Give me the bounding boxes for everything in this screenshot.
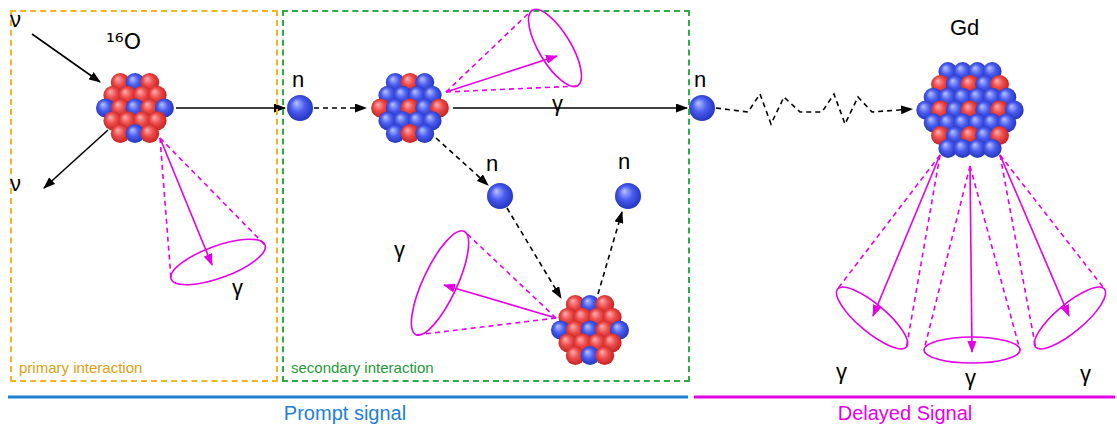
nucleus	[96, 73, 174, 143]
particle-label: ν	[10, 172, 21, 195]
label-holder: γ	[836, 360, 847, 383]
nucleus-label: Gd	[950, 16, 979, 39]
cone-ellipse	[166, 230, 271, 294]
label-holder: ν	[10, 8, 21, 31]
gamma-label: γ	[394, 238, 405, 261]
region-label: secondary interaction	[291, 359, 434, 376]
neutron	[487, 183, 513, 209]
label-holder: γ	[394, 238, 405, 261]
proton	[140, 124, 159, 143]
label-holder: γ	[965, 366, 976, 389]
interaction-region: primary interaction	[10, 10, 278, 382]
particle-label: n	[618, 150, 630, 173]
prompt-bar	[8, 396, 688, 399]
gamma-arrow	[444, 285, 556, 318]
particle-label: ν	[10, 8, 21, 31]
neutron	[615, 183, 641, 209]
gamma-cone	[829, 155, 940, 358]
gamma-cone	[160, 138, 270, 294]
cone-edge	[446, 10, 532, 92]
gamma-label: γ	[1080, 362, 1091, 385]
neutron-track	[507, 208, 561, 298]
neutron-track	[314, 107, 366, 109]
neutron-track	[176, 107, 285, 109]
interaction-region: secondary interaction	[282, 10, 690, 382]
neutrino-out-arrow	[44, 130, 108, 188]
neutron	[689, 95, 715, 121]
cone-ellipse	[401, 224, 480, 342]
particle-label: n	[486, 152, 498, 175]
neutron-track	[598, 212, 622, 294]
neutrino-in-arrow	[32, 34, 100, 82]
signal-label: Prompt signal	[284, 403, 406, 424]
cone-edge	[838, 155, 941, 289]
gamma-arrow	[873, 155, 940, 316]
gamma-label: γ	[965, 366, 976, 389]
cone-ellipse	[1027, 278, 1114, 357]
nucleus	[371, 73, 449, 143]
particle-label: n	[694, 68, 706, 91]
label-holder: n	[486, 152, 498, 175]
gamma-label: γ	[552, 92, 563, 115]
neutrons	[287, 95, 715, 209]
label-holder: ¹⁶O	[106, 30, 141, 53]
gamma-cone	[401, 224, 556, 342]
gamma-cone	[446, 2, 591, 94]
nucleus	[916, 62, 1023, 158]
cone-edge	[924, 166, 970, 350]
neutron	[983, 139, 1002, 158]
gamma-arrow	[446, 56, 557, 92]
gamma-arrow	[1000, 155, 1069, 316]
particle-label: n	[292, 68, 304, 91]
cone-edge	[160, 138, 265, 245]
cone-edge	[1000, 155, 1105, 289]
cone-edge	[907, 155, 941, 347]
label-holder: n	[618, 150, 630, 173]
neutron	[287, 95, 313, 121]
gamma-cone	[924, 166, 1020, 363]
gamma-arrow	[160, 138, 212, 265]
cone-edge	[1000, 155, 1036, 347]
label-holder: Gd	[950, 16, 979, 39]
cone-ellipse	[829, 278, 916, 357]
label-holder: γ	[552, 92, 563, 115]
label-holder: ν	[10, 172, 21, 195]
gamma-cones	[160, 2, 1113, 363]
gamma-cone	[1000, 155, 1113, 358]
proton	[595, 346, 614, 365]
label-holder: n	[292, 68, 304, 91]
gamma-arrow	[970, 166, 972, 352]
label-holder: γ	[1080, 362, 1091, 385]
label-holder: Delayed Signal	[838, 403, 973, 424]
gamma-label: γ	[232, 276, 243, 299]
nuclei	[96, 62, 1024, 365]
particle-tracks	[32, 34, 912, 298]
cone-edge	[970, 166, 1020, 350]
delayed-bar	[694, 396, 1115, 399]
label-holder: Prompt signal	[284, 403, 406, 424]
neutron-track	[453, 107, 687, 109]
signal-label: Delayed Signal	[838, 403, 973, 424]
nucleus	[551, 295, 629, 365]
neutron-track	[436, 138, 488, 185]
label-holder: γ	[232, 276, 243, 299]
gamma-label: γ	[836, 360, 847, 383]
neutron	[415, 124, 434, 143]
cone-ellipse	[519, 2, 592, 94]
nucleus-label: ¹⁶O	[106, 30, 141, 53]
region-label: primary interaction	[19, 359, 142, 376]
thermalization-path	[716, 94, 912, 124]
label-holder: n	[694, 68, 706, 91]
